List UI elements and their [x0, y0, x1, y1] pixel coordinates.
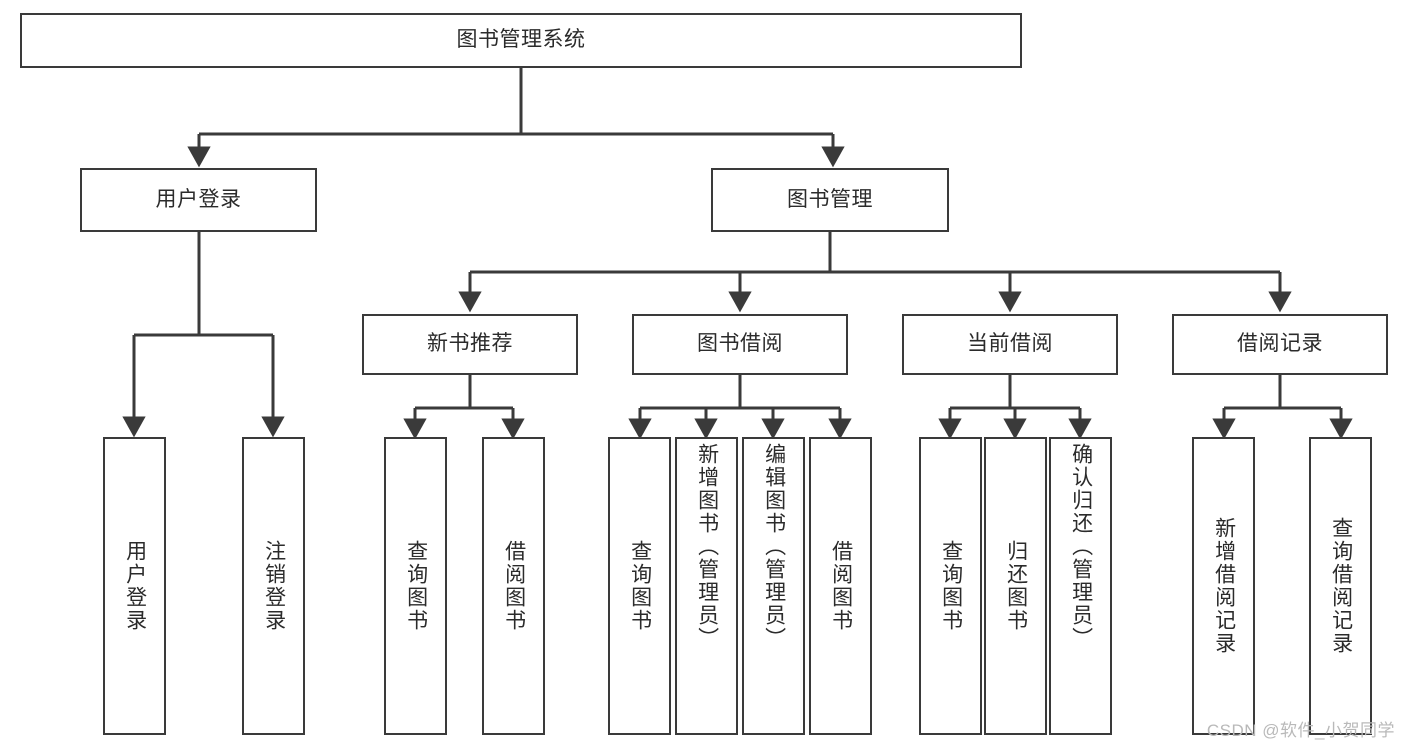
node-root[interactable]: 图书管理系统: [20, 13, 1022, 68]
node-book-borrow[interactable]: 图书借阅: [632, 314, 848, 375]
node-book-borrow-label: 图书借阅: [697, 332, 783, 356]
node-leaf-edit-book[interactable]: 编辑图书（管理员）: [742, 437, 805, 735]
node-current-borrow[interactable]: 当前借阅: [902, 314, 1118, 375]
node-leaf-add-book-label: 新增图书（管理员）: [695, 443, 719, 650]
node-leaf-return-book[interactable]: 归还图书: [984, 437, 1047, 735]
node-leaf-add-record-label: 新增借阅记录: [1212, 517, 1236, 655]
node-borrow-record[interactable]: 借阅记录: [1172, 314, 1388, 375]
node-leaf-return-book-label: 归还图书: [1004, 540, 1028, 632]
node-leaf-query-book-3-label: 查询图书: [939, 540, 963, 632]
node-leaf-borrow-book-1-label: 借阅图书: [502, 540, 526, 632]
node-leaf-query-record-label: 查询借阅记录: [1329, 517, 1353, 655]
node-leaf-query-book-1[interactable]: 查询图书: [384, 437, 447, 735]
node-leaf-user-login[interactable]: 用户登录: [103, 437, 166, 735]
node-user-login-label: 用户登录: [155, 187, 242, 211]
node-leaf-confirm-return[interactable]: 确认归还（管理员）: [1049, 437, 1112, 735]
node-leaf-borrow-book-1[interactable]: 借阅图书: [482, 437, 545, 735]
node-leaf-query-book-2[interactable]: 查询图书: [608, 437, 671, 735]
node-book-management[interactable]: 图书管理: [711, 168, 949, 232]
node-new-book-recommend[interactable]: 新书推荐: [362, 314, 578, 375]
node-leaf-query-book-2-label: 查询图书: [628, 540, 652, 632]
node-borrow-record-label: 借阅记录: [1237, 332, 1323, 356]
node-leaf-query-book-1-label: 查询图书: [404, 540, 428, 632]
node-user-login[interactable]: 用户登录: [80, 168, 317, 232]
node-leaf-edit-book-label: 编辑图书（管理员）: [762, 443, 786, 650]
node-leaf-add-book[interactable]: 新增图书（管理员）: [675, 437, 738, 735]
node-current-borrow-label: 当前借阅: [967, 332, 1053, 356]
node-leaf-logout-login[interactable]: 注销登录: [242, 437, 305, 735]
node-leaf-logout-login-label: 注销登录: [262, 540, 286, 632]
node-leaf-borrow-book-2[interactable]: 借阅图书: [809, 437, 872, 735]
node-leaf-query-book-3[interactable]: 查询图书: [919, 437, 982, 735]
node-book-management-label: 图书管理: [787, 187, 873, 211]
node-leaf-confirm-return-label: 确认归还（管理员）: [1069, 443, 1093, 650]
node-leaf-user-login-label: 用户登录: [123, 540, 147, 632]
node-leaf-borrow-book-2-label: 借阅图书: [829, 540, 853, 632]
node-leaf-add-record[interactable]: 新增借阅记录: [1192, 437, 1255, 735]
node-new-book-recommend-label: 新书推荐: [427, 332, 513, 356]
node-leaf-query-record[interactable]: 查询借阅记录: [1309, 437, 1372, 735]
node-root-label: 图书管理系统: [456, 28, 586, 52]
